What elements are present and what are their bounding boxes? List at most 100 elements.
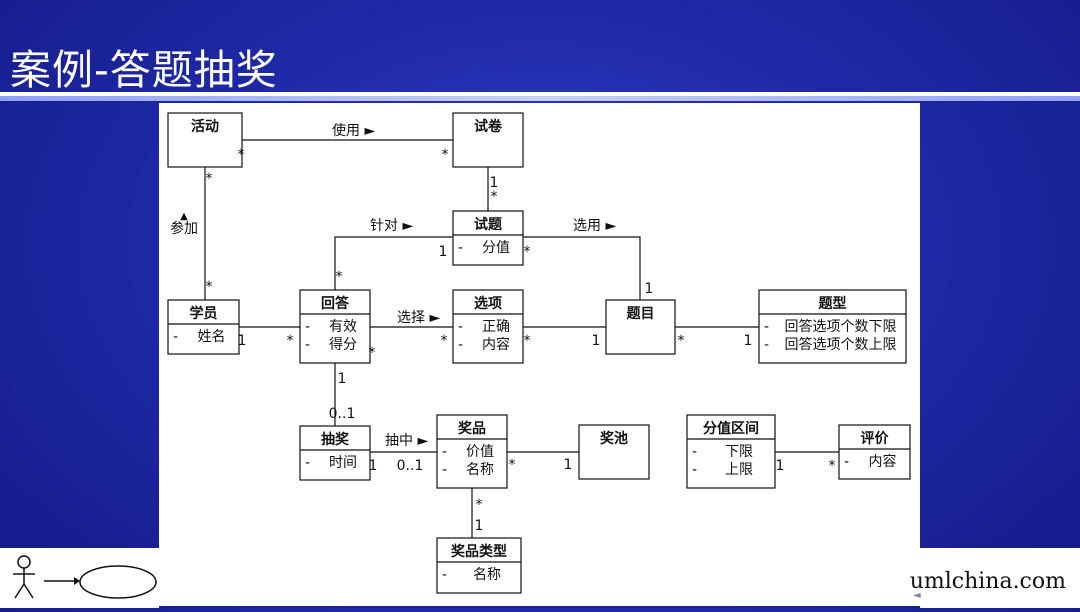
- class-name-huida: 回答: [321, 295, 350, 312]
- attr-visibility-fenzhiqujian: -: [692, 444, 697, 460]
- assoc-label-shiti-huida: 针对 ►: [370, 218, 413, 234]
- attr-visibility-xueyuan: -: [173, 329, 178, 345]
- attr-visibility-jiangpinleixing: -: [442, 567, 447, 583]
- assoc-multiplicity-xueyuan-huida-target: *: [287, 333, 294, 349]
- assoc-multiplicity-shijuan-shiti-source: 1: [490, 175, 499, 191]
- assoc-multiplicity-fenzhiqujian-pingjia-target: *: [829, 458, 836, 474]
- attr-visibility-jiangpin: -: [442, 444, 447, 460]
- assoc-multiplicity-shijuan-shiti-target: *: [491, 189, 498, 205]
- assoc-multiplicity-shiti-huida-target: *: [336, 269, 343, 285]
- assoc-multiplicity-huida-xuanxiang-target: *: [441, 333, 448, 349]
- attr-visibility-tixing: -: [764, 319, 769, 335]
- attr-text-shiti: 分值: [482, 240, 510, 256]
- attr-visibility-xuanxiang: -: [458, 337, 463, 353]
- class-box-pingjia: [838, 424, 911, 480]
- assoc-multiplicity-xueyuan-huida-source: 1: [238, 333, 247, 349]
- class-name-jiangpinleixing: 奖品类型: [451, 543, 507, 560]
- class-name-shijuan: 试卷: [474, 118, 503, 135]
- attr-text-choujiang: 时间: [329, 455, 357, 471]
- assoc-multiplicity-xuanxiang-timu-target: 1: [592, 333, 601, 349]
- assoc-multiplicity-timu-tixing-target: 1: [744, 333, 753, 349]
- assoc-multiplicity-shiti-huida-source: 1: [439, 244, 448, 260]
- assoc-direction-triangle-huodong-xueyuan: ▲: [180, 211, 188, 222]
- class-box-xueyuan: [167, 299, 240, 355]
- class-box-jiangpinleixing: [436, 537, 522, 594]
- footer-url: umlchina.com: [909, 569, 1066, 594]
- assoc-line-shiti-timu: [523, 236, 641, 300]
- class-box-xuanxiang: [452, 289, 524, 364]
- slide-nav-arrow-icon[interactable]: ◄: [913, 590, 921, 601]
- footer-logo-band: [0, 548, 159, 608]
- class-box-choujiang: [299, 425, 371, 481]
- attr-text-jiangpinleixing: 名称: [473, 567, 501, 583]
- class-box-shiti: [452, 210, 524, 266]
- class-name-huodong: 活动: [191, 118, 219, 135]
- actor-usecase-logo-icon: [13, 555, 157, 599]
- assoc-multiplicity-choujiang-jiangpin-source: 1: [369, 458, 378, 474]
- assoc-multiplicity-choujiang-jiangpin-target: 0..1: [397, 458, 424, 474]
- attr-visibility-choujiang: -: [305, 455, 310, 471]
- class-box-huida: [299, 289, 371, 364]
- class-diagram: 活动试卷试题-分值学员-姓名回答-有效-得分选项-正确-内容题目题型-回答选项个…: [167, 112, 911, 594]
- attr-text-xuanxiang: 正确: [482, 319, 510, 335]
- diagram-canvas: 活动试卷试题-分值学员-姓名回答-有效-得分选项-正确-内容题目题型-回答选项个…: [159, 103, 920, 606]
- class-name-tixing: 题型: [819, 295, 847, 312]
- class-name-jiangpin: 奖品: [458, 420, 486, 437]
- title-rule: [0, 92, 1080, 96]
- attr-visibility-xuanxiang: -: [458, 319, 463, 335]
- assoc-multiplicity-shiti-timu-source: *: [524, 244, 531, 260]
- attr-visibility-tixing: -: [764, 337, 769, 353]
- class-name-pingjia: 评价: [861, 431, 890, 447]
- attr-text-fenzhiqujian: 上限: [725, 462, 753, 478]
- title-rule-gradient: [0, 96, 1080, 101]
- attr-text-pingjia: 内容: [869, 453, 897, 470]
- assoc-label-huida-xuanxiang: 选择 ►: [397, 310, 440, 326]
- assoc-multiplicity-huodong-xueyuan-source: *: [206, 171, 213, 187]
- attr-visibility-jiangpin: -: [442, 462, 447, 478]
- attr-text-huida: 有效: [329, 319, 357, 335]
- assoc-multiplicity-huida-choujiang-target: 0..1: [329, 406, 356, 422]
- assoc-multiplicity-huida-choujiang-source: 1: [338, 371, 347, 387]
- assoc-multiplicity-jiangpin-jiangpinleixing-target: 1: [475, 518, 484, 534]
- assoc-multiplicity-jiangpin-jiangchi-target: 1: [564, 457, 573, 473]
- class-box-shijuan: [452, 112, 524, 168]
- attr-text-tixing: 回答选项个数上限: [785, 336, 897, 353]
- assoc-label-shiti-timu: 选用 ►: [573, 218, 616, 234]
- class-name-xueyuan: 学员: [190, 305, 218, 322]
- assoc-multiplicity-xuanxiang-timu-source: *: [524, 333, 531, 349]
- class-box-huodong: [167, 112, 243, 168]
- assoc-multiplicity-jiangpin-jiangchi-source: *: [509, 457, 516, 473]
- class-name-xuanxiang: 选项: [474, 295, 502, 312]
- class-box-fenzhiqujian: [686, 414, 776, 489]
- class-box-tixing: [758, 289, 907, 364]
- attr-text-xuanxiang: 内容: [482, 336, 510, 353]
- slide-title: 案例-答题抽奖: [10, 46, 278, 94]
- assoc-multiplicity-huodong-xueyuan-target: *: [206, 279, 213, 295]
- assoc-multiplicity-shiti-timu-target: 1: [645, 281, 654, 297]
- assoc-label-huodong-xueyuan: 参加: [170, 220, 198, 237]
- assoc-multiplicity-huodong-shijuan-target: *: [442, 147, 449, 163]
- attr-text-jiangpin: 价值: [466, 444, 494, 460]
- assoc-multiplicity-jiangpin-jiangpinleixing-source: *: [476, 497, 483, 513]
- class-box-jiangchi: [578, 424, 650, 480]
- class-name-jiangchi: 奖池: [600, 430, 628, 447]
- assoc-label-choujiang-jiangpin: 抽中 ►: [385, 433, 428, 449]
- assoc-multiplicity-fenzhiqujian-pingjia-source: 1: [776, 458, 785, 474]
- assoc-multiplicity-huida-xuanxiang-source: *: [369, 345, 376, 361]
- attr-text-xueyuan: 姓名: [198, 329, 226, 345]
- footer-url-band: [920, 548, 1080, 608]
- class-name-shiti: 试题: [474, 216, 503, 233]
- attr-visibility-fenzhiqujian: -: [692, 462, 697, 478]
- assoc-line-shiti-huida: [334, 236, 453, 290]
- attr-text-fenzhiqujian: 下限: [725, 444, 753, 460]
- class-name-timu: 题目: [627, 306, 655, 322]
- class-name-fenzhiqujian: 分值区间: [703, 420, 759, 437]
- attr-text-jiangpin: 名称: [466, 462, 494, 478]
- assoc-multiplicity-timu-tixing-source: *: [678, 333, 685, 349]
- attr-text-huida: 得分: [329, 336, 357, 353]
- class-name-choujiang: 抽奖: [321, 431, 350, 448]
- class-box-timu: [605, 299, 676, 355]
- assoc-multiplicity-huodong-shijuan-source: *: [238, 147, 245, 163]
- attr-visibility-shiti: -: [458, 240, 463, 256]
- attr-visibility-pingjia: -: [844, 454, 849, 470]
